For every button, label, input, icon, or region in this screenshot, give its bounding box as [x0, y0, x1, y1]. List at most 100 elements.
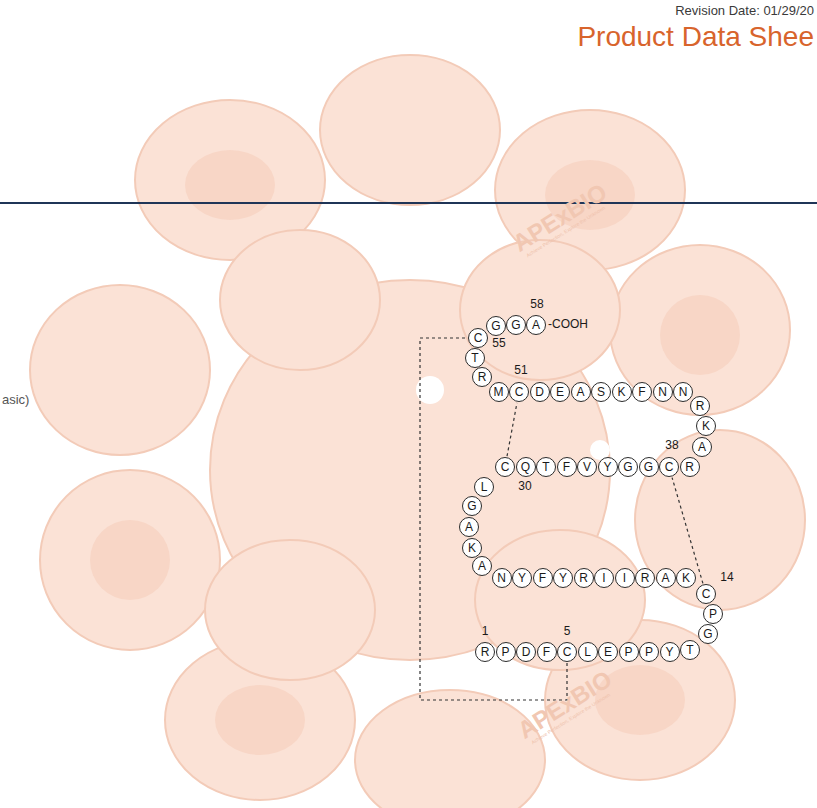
residue-letter: C — [501, 461, 510, 473]
residue-circle: G — [618, 457, 638, 477]
residue-circle: C — [495, 457, 515, 477]
disulfide-bond — [507, 403, 517, 456]
residue-circle: F — [632, 382, 652, 402]
residue-circle: C — [509, 382, 529, 402]
residue-circle: N — [673, 382, 693, 402]
residue-circle: A — [472, 556, 492, 576]
residue-letter: S — [597, 386, 605, 398]
residue-circle: L — [474, 477, 494, 497]
residue-circle: A — [656, 568, 676, 588]
residue-letter: P — [624, 646, 632, 658]
residue-letter: F — [638, 386, 645, 398]
residue-circle: R — [574, 568, 594, 588]
residue-circle: K — [696, 416, 716, 436]
residue-circle: I — [594, 568, 614, 588]
residue-letter: C — [702, 588, 711, 600]
residue-circle: L — [578, 642, 598, 662]
residue-letter: T — [542, 461, 549, 473]
residue-letter: A — [576, 386, 584, 398]
residue-circle: R — [475, 642, 495, 662]
residue-letter: G — [511, 319, 520, 331]
residue-letter: K — [682, 572, 690, 584]
residue-circle: A — [692, 437, 712, 457]
header-rule — [0, 202, 817, 204]
residue-letter: K — [468, 542, 476, 554]
residue-letter: C — [474, 332, 483, 344]
residue-circle: Y — [553, 568, 573, 588]
residue-circle: C — [557, 642, 577, 662]
residue-letter: G — [467, 500, 476, 512]
residue-letter: I — [602, 572, 605, 584]
residue-letter: T — [686, 644, 693, 656]
residue-number: 1 — [482, 625, 489, 638]
residue-letter: M — [494, 386, 504, 398]
cut-text: asic) — [2, 393, 29, 407]
residue-letter: V — [583, 461, 591, 473]
residue-circle: E — [598, 642, 618, 662]
residue-circle: G — [639, 457, 659, 477]
residue-letter: R — [685, 461, 694, 473]
residue-letter: F — [539, 572, 546, 584]
residue-circle: S — [591, 382, 611, 402]
residue-circle: G — [462, 496, 482, 516]
residue-letter: A — [698, 441, 706, 453]
residue-circle: G — [698, 624, 718, 644]
residue-circle: P — [703, 604, 723, 624]
residue-letter: N — [679, 386, 688, 398]
residue-letter: G — [491, 320, 500, 332]
residue-letter: A — [532, 319, 540, 331]
residue-circle: P — [496, 642, 516, 662]
residue-letter: Y — [518, 572, 526, 584]
residue-circle: P — [619, 642, 639, 662]
residue-circle: A — [459, 517, 479, 537]
residue-letter: Y — [603, 461, 611, 473]
residue-letter: R — [478, 371, 487, 383]
residue-letter: C — [563, 646, 572, 658]
residue-number: 58 — [530, 298, 543, 311]
residue-circle: R — [690, 396, 710, 416]
residue-letter: Q — [521, 461, 530, 473]
residue-letter: I — [623, 572, 626, 584]
residue-letter: A — [478, 560, 486, 572]
residue-letter: R — [696, 400, 705, 412]
residue-circle: Q — [516, 457, 536, 477]
residue-letter: P — [501, 646, 509, 658]
residue-letter: C — [665, 461, 674, 473]
residue-circle: G — [506, 315, 526, 335]
residue-circle: A — [526, 315, 546, 335]
residue-circle: R — [635, 568, 655, 588]
residue-circle: C — [468, 328, 488, 348]
residue-letter: K — [702, 420, 710, 432]
residue-letter: D — [522, 646, 531, 658]
residue-letter: A — [661, 572, 669, 584]
residue-circle: T — [536, 457, 556, 477]
residue-circle: Y — [598, 457, 618, 477]
residue-circle: V — [577, 457, 597, 477]
residue-circle: F — [557, 457, 577, 477]
residue-number: 55 — [492, 337, 505, 350]
residue-circle: N — [492, 568, 512, 588]
residue-circle: T — [465, 348, 485, 368]
residue-letter: G — [623, 461, 632, 473]
disulfide-bond — [420, 338, 567, 700]
residue-circle: D — [516, 642, 536, 662]
residue-circle: M — [489, 382, 509, 402]
residue-letter: R — [481, 646, 490, 658]
residue-letter: F — [563, 461, 570, 473]
residue-circle: Y — [660, 642, 680, 662]
residue-number: 14 — [720, 571, 733, 584]
residue-letter: R — [641, 572, 650, 584]
residue-letter: L — [481, 481, 488, 493]
sheet-title: Product Data Shee — [577, 22, 814, 53]
residue-letter: G — [644, 461, 653, 473]
residue-circle: E — [550, 382, 570, 402]
residue-circle: Y — [512, 568, 532, 588]
residue-circle: T — [680, 640, 700, 660]
residue-letter: N — [658, 386, 667, 398]
residue-letter: G — [703, 628, 712, 640]
residue-circle: K — [612, 382, 632, 402]
residue-circle: P — [639, 642, 659, 662]
residue-letter: A — [465, 521, 473, 533]
residue-circle: F — [533, 568, 553, 588]
residue-letter: Y — [559, 572, 567, 584]
